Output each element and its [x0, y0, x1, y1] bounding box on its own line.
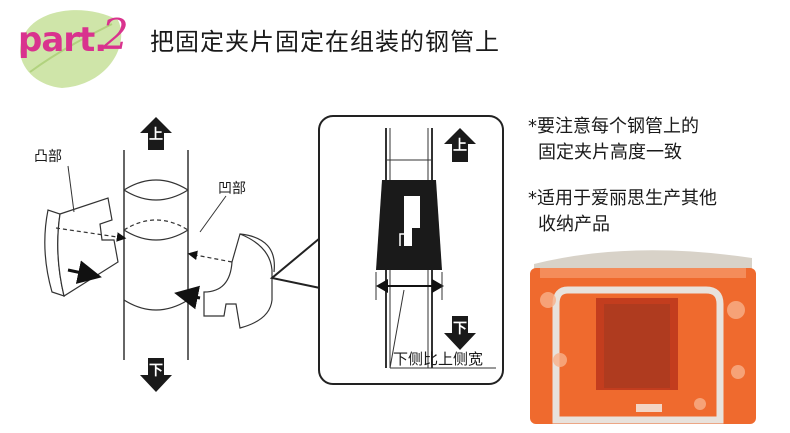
convex-leader [67, 165, 75, 213]
part-label: part. [18, 20, 107, 60]
storage-box-photo [530, 250, 756, 424]
note-line: *适用于爱丽思生产其他 [528, 188, 717, 209]
note-compatibility: *适用于爱丽思生产其他 收纳产品 [528, 186, 717, 238]
zoom-clip [376, 180, 442, 270]
leaf-vein [29, 23, 113, 73]
zoom-up-label: 上 [453, 138, 467, 154]
step-title: 把固定夹片固定在组装的钢管上 [150, 28, 500, 56]
down-label: 下 [149, 363, 163, 379]
note-line: *要注意每个钢管上的 [528, 116, 699, 137]
leaf-decoration [20, 10, 122, 89]
zoom-down-arrow-icon [444, 316, 476, 350]
concave-leader [199, 195, 227, 233]
left-clip [44, 197, 127, 297]
pipe-diagram [123, 150, 189, 360]
up-label: 上 [149, 127, 163, 143]
width-leader [389, 289, 405, 369]
zoom-down-label: 下 [453, 321, 467, 337]
convex-label: 凸部 [34, 149, 62, 165]
width-arrow [375, 272, 444, 300]
part-number: 2 [102, 10, 129, 59]
up-arrow-icon [140, 117, 172, 150]
zoom-up-arrow-icon [444, 128, 476, 162]
down-arrow-icon [140, 358, 172, 392]
note-line: 收纳产品 [538, 214, 610, 235]
note-consistent-height: *要注意每个钢管上的 固定夹片高度一致 [528, 114, 699, 166]
note-line: 固定夹片高度一致 [538, 142, 682, 163]
width-note: 下侧比上侧宽 [393, 350, 484, 368]
right-clip [174, 233, 275, 329]
callout-pointer [269, 237, 321, 289]
concave-label: 凹部 [218, 181, 246, 197]
